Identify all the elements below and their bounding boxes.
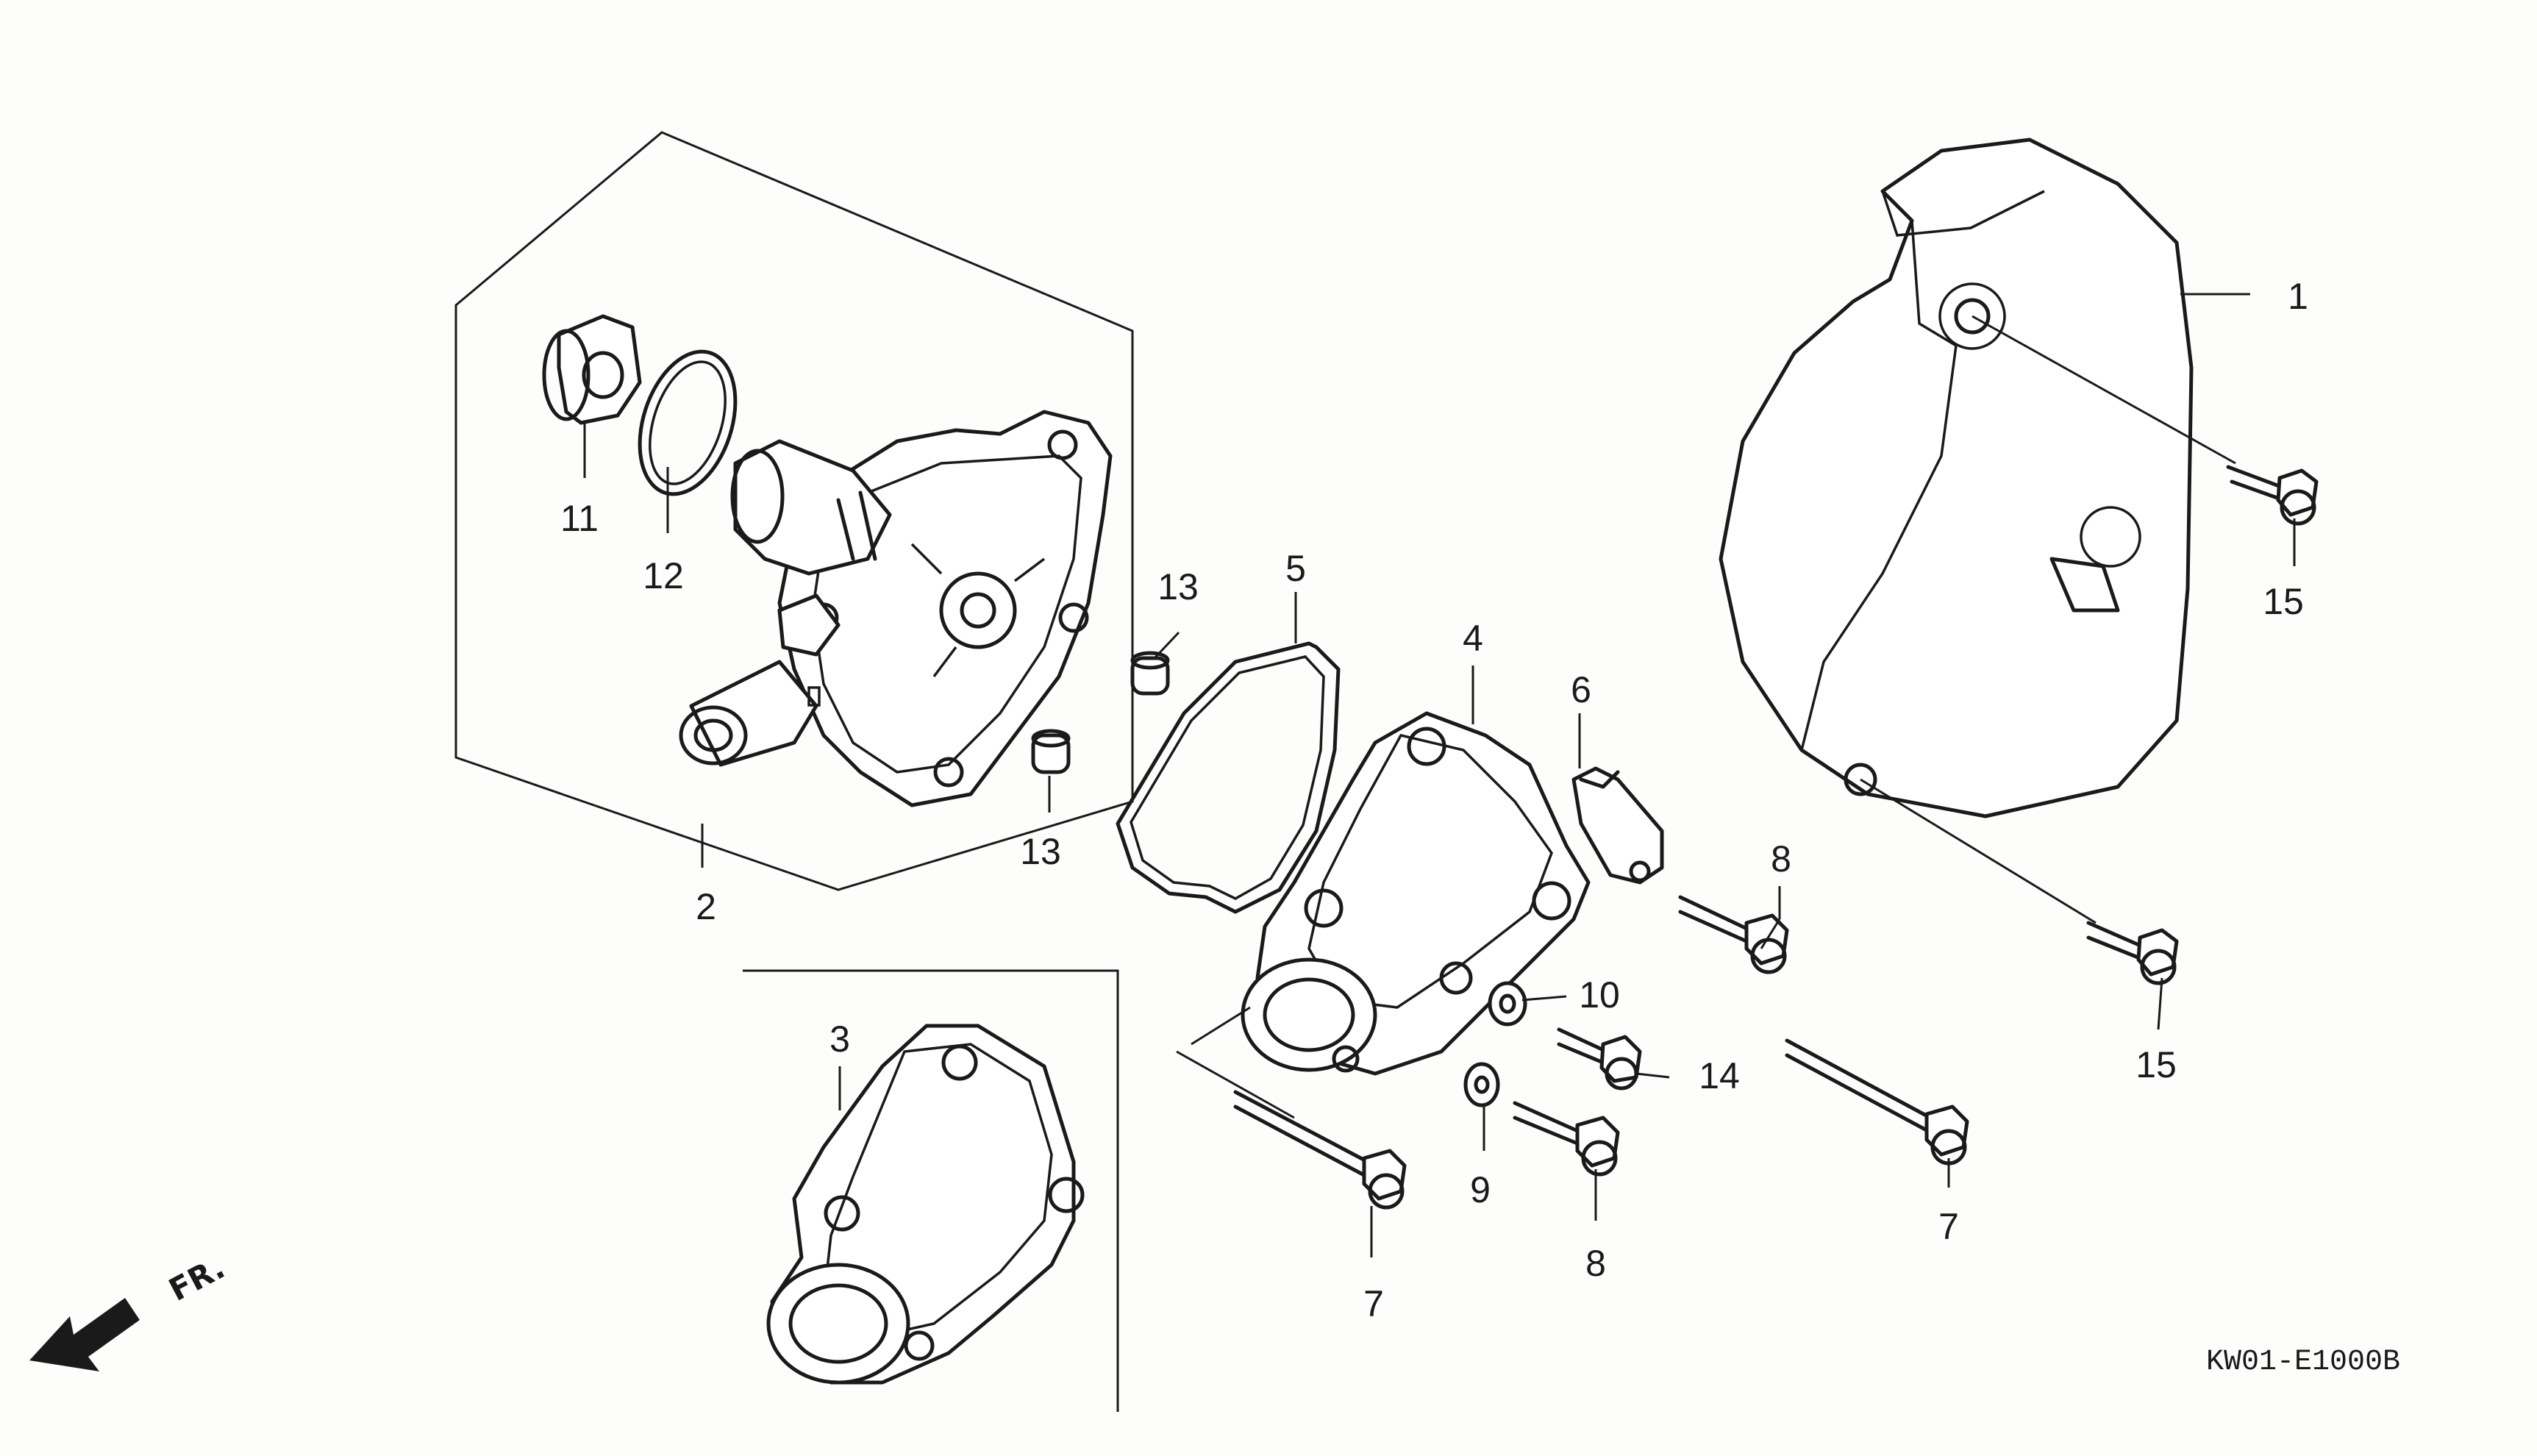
callout-9: 9 — [1470, 1169, 1491, 1210]
callout-8b: 8 — [1585, 1243, 1606, 1284]
callout-2: 2 — [696, 886, 716, 927]
part-10-washer — [1488, 981, 1527, 1027]
callout-5: 5 — [1285, 548, 1306, 589]
leader-lines — [583, 293, 2296, 1257]
part-14-bolt — [1557, 1027, 1642, 1091]
part-13-dowels — [1031, 651, 1170, 774]
arrow-left-down-icon — [29, 1298, 140, 1371]
callout-13b: 13 — [1020, 831, 1061, 872]
callout-7b: 7 — [1938, 1206, 1959, 1247]
callout-11: 11 — [560, 498, 599, 539]
part-4-pump-cover — [1176, 711, 1591, 1119]
callout-7a: 7 — [1363, 1283, 1384, 1324]
callout-13a: 13 — [1157, 566, 1199, 607]
callout-15a: 15 — [2263, 581, 2304, 622]
callout-10: 10 — [1579, 974, 1620, 1016]
callout-15b: 15 — [2135, 1044, 2177, 1085]
callout-12: 12 — [643, 555, 684, 596]
callout-3: 3 — [829, 1018, 850, 1060]
part-7-bolt-b — [1785, 1038, 1969, 1166]
callout-8a: 8 — [1771, 838, 1791, 879]
part-15-bolt-b — [2086, 921, 2179, 985]
part-8-bolt-b — [1513, 1101, 1620, 1177]
part-1-cover — [1719, 138, 2194, 818]
callout-6: 6 — [1571, 669, 1591, 710]
part-2-pump-assembly — [454, 131, 1134, 891]
part-7-bolt-a — [1233, 1090, 1407, 1210]
part-8-bolt-a — [1678, 895, 1789, 974]
callout-1: 1 — [2288, 276, 2308, 317]
part-9-washer — [1463, 1062, 1500, 1107]
part-15-bolt-a — [2226, 465, 2319, 526]
front-direction-label: FR. — [163, 1249, 231, 1308]
part-3-alt-cover — [743, 969, 1119, 1412]
part-6-clamp — [1571, 766, 1664, 885]
part-5-gasket — [1116, 641, 1341, 914]
figure-code: KW01-E1000B — [2206, 1346, 2400, 1379]
callout-labels: 1 2 3 4 5 6 7 7 8 8 9 10 11 12 13 13 14 … — [560, 276, 2308, 1324]
callout-14: 14 — [1699, 1055, 1740, 1096]
callout-4: 4 — [1463, 618, 1483, 659]
